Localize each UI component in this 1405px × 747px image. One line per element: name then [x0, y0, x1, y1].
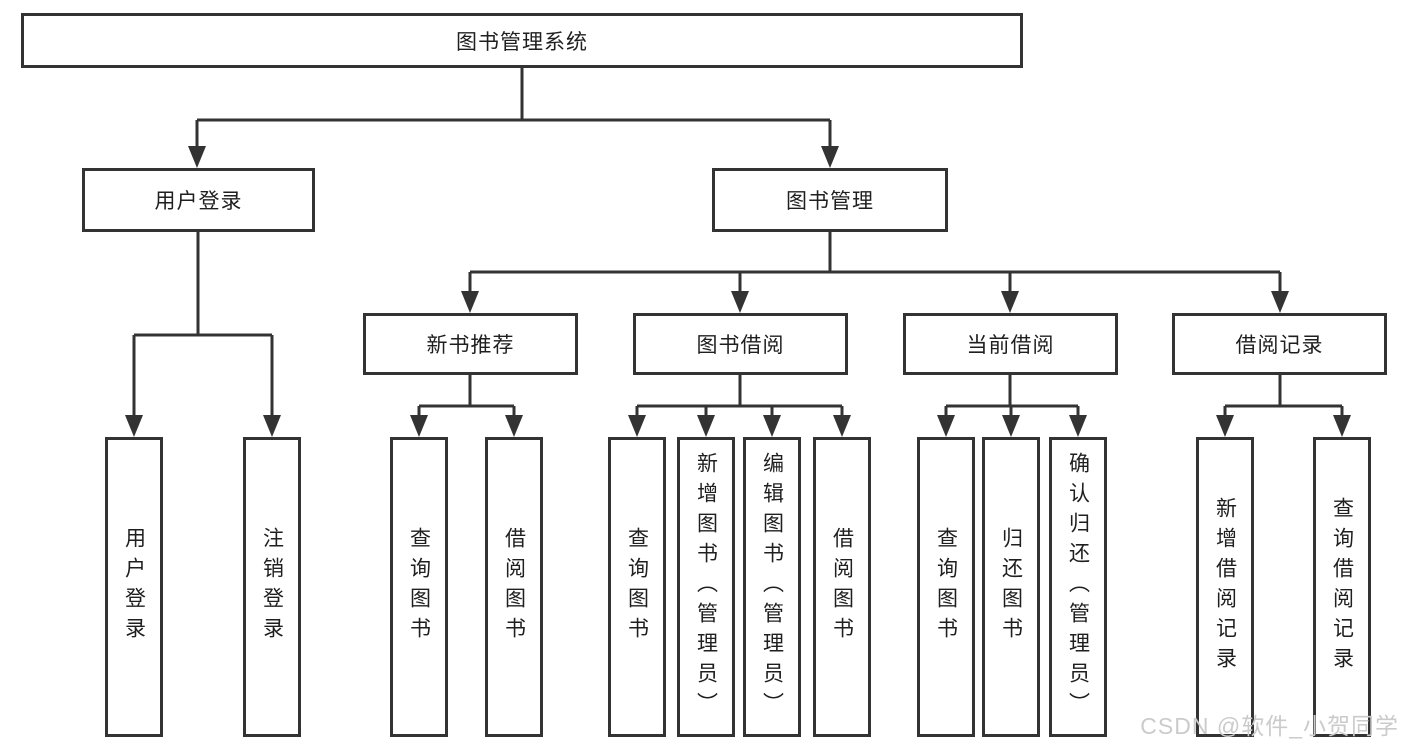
leaf-borrow-books-recommend-label: 借阅图书 — [502, 527, 526, 647]
leaf-add-books-admin-label: 新增图书（管理员） — [694, 452, 718, 722]
leaf-query-books-borrowing-label: 查询图书 — [625, 527, 649, 647]
csdn-watermark: CSDN @软件_小贺同学 — [1140, 713, 1399, 739]
leaf-borrow-books-recommend: 借阅图书 — [485, 437, 543, 737]
leaf-borrow-books-borrowing: 借阅图书 — [813, 437, 871, 737]
leaf-return-books: 归还图书 — [982, 437, 1040, 737]
leaf-query-books-current-label: 查询图书 — [934, 527, 958, 647]
leaf-return-books-label: 归还图书 — [999, 527, 1023, 647]
leaf-logout-label: 注销登录 — [260, 527, 284, 647]
node-current-borrowing: 当前借阅 — [903, 313, 1118, 375]
leaf-query-borrow-record-label: 查询借阅记录 — [1330, 497, 1354, 677]
node-book-borrowing-label: 图书借阅 — [696, 334, 785, 357]
leaf-query-books-borrowing: 查询图书 — [608, 437, 666, 737]
leaf-add-books-admin: 新增图书（管理员） — [677, 437, 735, 737]
node-root-label: 图书管理系统 — [456, 30, 588, 54]
node-book-borrowing: 图书借阅 — [633, 313, 848, 375]
arrowheads — [125, 146, 1351, 437]
node-new-book-recommend: 新书推荐 — [363, 313, 578, 375]
leaf-add-borrow-record-label: 新增借阅记录 — [1213, 497, 1237, 677]
node-user-login-label: 用户登录 — [154, 190, 243, 213]
leaf-confirm-return-admin-label: 确认归还（管理员） — [1066, 452, 1090, 722]
leaf-query-books-current: 查询图书 — [917, 437, 975, 737]
node-user-login: 用户登录 — [82, 168, 315, 232]
leaf-query-borrow-record: 查询借阅记录 — [1313, 437, 1371, 737]
leaf-logout: 注销登录 — [243, 437, 301, 737]
leaf-query-books-recommend-label: 查询图书 — [407, 527, 431, 647]
leaf-query-books-recommend: 查询图书 — [390, 437, 448, 737]
leaf-borrow-books-borrowing-label: 借阅图书 — [830, 527, 854, 647]
leaf-confirm-return-admin: 确认归还（管理员） — [1049, 437, 1107, 737]
node-current-borrowing-label: 当前借阅 — [966, 334, 1055, 357]
node-borrowing-records: 借阅记录 — [1172, 313, 1387, 375]
leaf-add-borrow-record: 新增借阅记录 — [1196, 437, 1254, 737]
node-root: 图书管理系统 — [21, 13, 1023, 68]
leaf-user-login-label: 用户登录 — [122, 527, 146, 647]
leaf-user-login: 用户登录 — [105, 437, 163, 737]
node-book-management-label: 图书管理 — [786, 190, 874, 213]
node-book-management: 图书管理 — [712, 168, 948, 232]
node-borrowing-records-label: 借阅记录 — [1235, 334, 1324, 357]
leaf-edit-books-admin-label: 编辑图书（管理员） — [760, 452, 784, 722]
leaf-edit-books-admin: 编辑图书（管理员） — [743, 437, 801, 737]
node-new-book-recommend-label: 新书推荐 — [426, 334, 515, 357]
